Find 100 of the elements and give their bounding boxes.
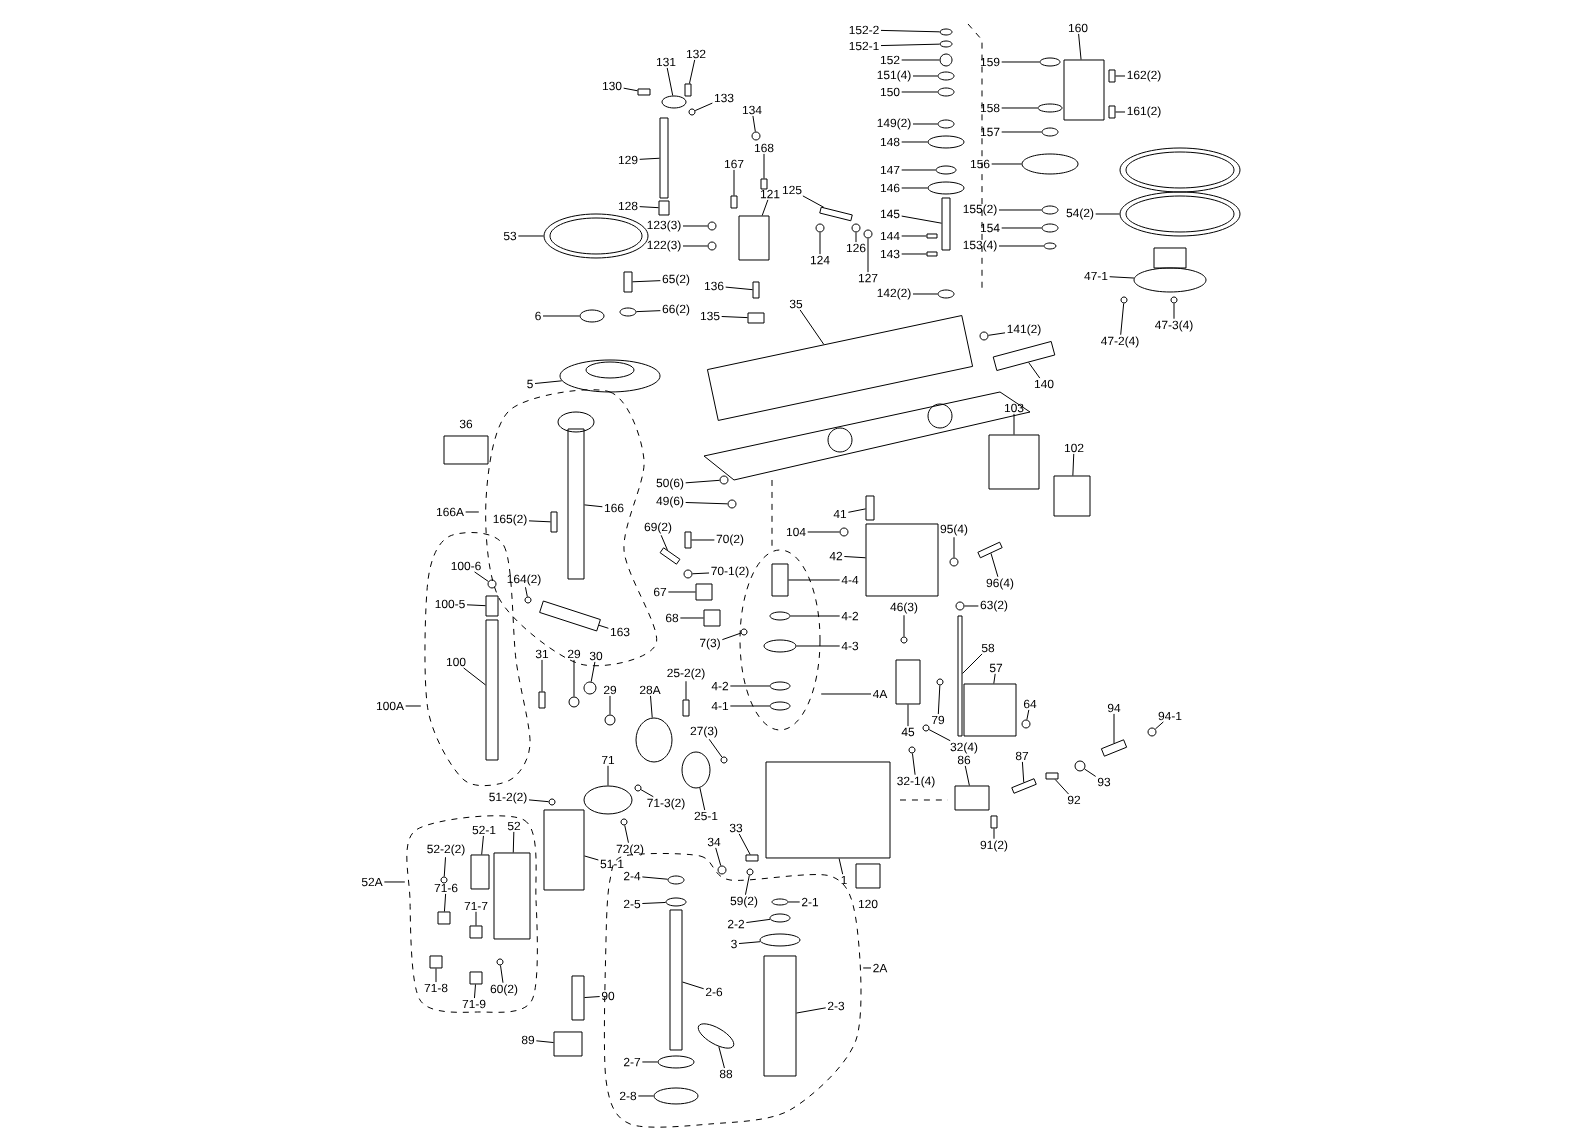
ring-part <box>720 756 728 764</box>
leader-line <box>867 238 869 273</box>
rod-part <box>865 495 875 521</box>
ring-part <box>769 913 791 923</box>
ring-part <box>579 309 605 323</box>
ring-part <box>937 87 955 97</box>
leader-line <box>443 893 447 912</box>
rod-part <box>990 815 998 829</box>
leader-line <box>1001 131 1042 133</box>
leader-line <box>1095 213 1120 215</box>
leader-line <box>463 667 486 686</box>
leader-line <box>474 571 489 582</box>
ring-part <box>661 95 687 109</box>
leader-line <box>584 996 601 999</box>
block-part <box>992 340 1056 371</box>
leader-line <box>718 1046 725 1069</box>
leader-line <box>715 847 722 867</box>
rod-part <box>684 83 692 97</box>
block-part <box>865 523 939 597</box>
leader-line <box>752 115 756 133</box>
leader-line <box>609 695 611 715</box>
rod-part <box>752 281 760 299</box>
leader-line <box>1028 362 1041 379</box>
leader-line <box>528 799 550 803</box>
block-part <box>637 88 651 96</box>
block-part <box>763 955 797 1077</box>
leader-line <box>534 380 563 384</box>
leader-line <box>998 209 1042 211</box>
ring-part <box>769 701 791 711</box>
block-part <box>926 251 938 257</box>
ring-part <box>667 875 685 885</box>
block-part <box>926 233 938 239</box>
ring-part <box>935 165 957 175</box>
leader-line <box>855 232 857 243</box>
rod-part <box>659 547 681 565</box>
leader-line <box>993 673 996 684</box>
leader-line <box>729 705 770 707</box>
leader-line <box>880 43 940 47</box>
leader-line <box>1115 75 1126 77</box>
leader-line <box>1021 761 1025 783</box>
ring-part <box>707 241 717 251</box>
leader-line <box>745 918 771 924</box>
leader-line <box>928 729 951 742</box>
block-part <box>658 200 670 216</box>
block-part <box>771 563 789 597</box>
leader-line <box>623 87 638 92</box>
ring-part <box>740 628 748 636</box>
leader-line <box>682 981 705 990</box>
block-part <box>738 215 770 261</box>
leader-line <box>691 539 715 541</box>
leader-line <box>763 153 765 179</box>
leader-line <box>901 59 940 61</box>
leader-line <box>962 653 983 674</box>
ring-part <box>496 958 504 966</box>
leader-line <box>1001 61 1040 63</box>
leader-line <box>937 685 941 715</box>
leader-line <box>435 968 437 983</box>
ring-part <box>665 897 687 907</box>
leader-line <box>660 534 668 551</box>
leader-line <box>964 605 979 607</box>
block-part <box>469 971 483 985</box>
leader-line <box>517 235 544 237</box>
rod-part <box>730 195 738 209</box>
leader-line <box>807 531 840 533</box>
ring-part <box>955 601 965 611</box>
rod-part <box>567 428 585 580</box>
leader-line <box>1154 721 1164 730</box>
ring-part <box>1041 223 1059 233</box>
rod-part <box>1011 778 1037 794</box>
block-part <box>429 955 443 969</box>
rod-part <box>682 699 690 717</box>
leader-line <box>632 280 661 283</box>
ring-part <box>908 746 916 754</box>
leader-line <box>819 232 821 255</box>
rod-part <box>539 600 601 632</box>
rod-part <box>977 541 1003 559</box>
leader-line <box>641 1061 658 1063</box>
rod-part <box>745 854 759 862</box>
block-part <box>543 809 585 891</box>
ring-part <box>604 714 616 726</box>
ring-part <box>1170 296 1178 304</box>
ring-part <box>697 1023 735 1049</box>
ring-part <box>851 223 861 233</box>
ring-part <box>1021 153 1079 175</box>
block-part <box>553 1031 583 1057</box>
ring-part <box>927 181 965 195</box>
leader-line <box>744 874 750 896</box>
leader-line <box>788 579 841 581</box>
rod-part <box>659 117 669 199</box>
ring-part <box>707 221 717 231</box>
ring-part <box>1041 127 1059 137</box>
rod-part <box>1100 739 1128 757</box>
ring-part <box>751 131 761 141</box>
rod-part <box>819 206 853 222</box>
leader-line <box>901 215 942 224</box>
leader-line <box>1001 227 1042 229</box>
leader-line <box>843 556 866 559</box>
leader-line <box>1120 302 1125 336</box>
leader-line <box>694 102 713 112</box>
leader-line <box>796 645 841 647</box>
